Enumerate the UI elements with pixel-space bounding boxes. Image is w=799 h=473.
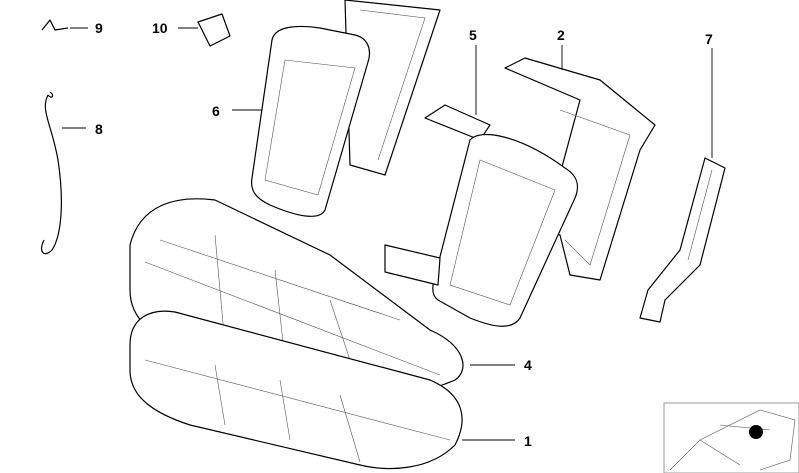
part-7-side-bolster[interactable] [639,157,726,323]
part-5-backrest[interactable] [432,133,579,327]
label-5: 5 [469,27,477,43]
label-4: 4 [524,357,532,373]
part-1-seat-cushion[interactable] [129,310,463,470]
label-8: 8 [95,121,103,137]
label-9: 9 [95,20,103,36]
part-8-wire[interactable] [40,94,62,255]
part-9-clip[interactable] [41,19,69,31]
location-marker-icon [749,425,763,439]
label-7: 7 [705,31,713,47]
label-2: 2 [557,27,565,43]
label-10: 10 [152,20,168,36]
label-6: 6 [212,103,220,119]
label-1: 1 [524,433,532,449]
vehicle-location-thumbnail [663,402,799,473]
part-6-backrest-cover[interactable] [250,25,371,217]
part-10-pad[interactable] [197,13,231,47]
